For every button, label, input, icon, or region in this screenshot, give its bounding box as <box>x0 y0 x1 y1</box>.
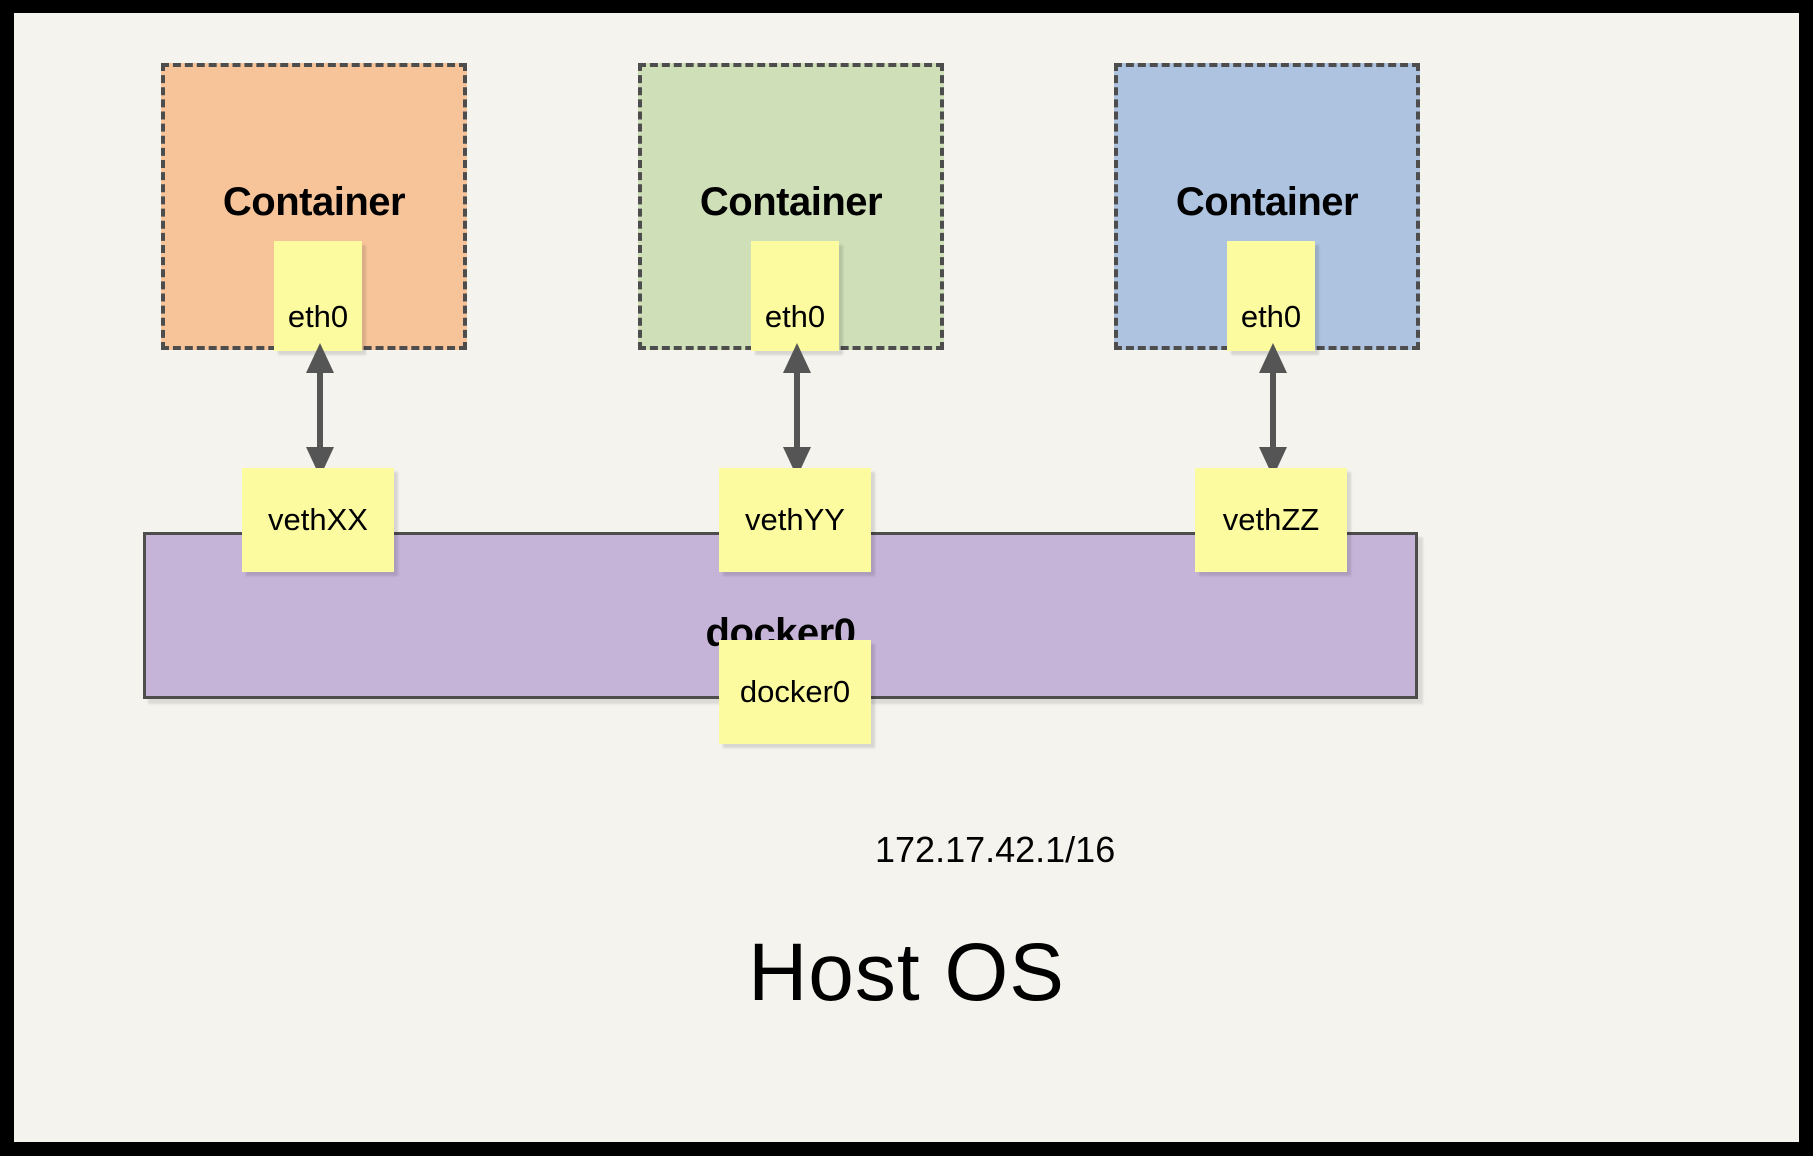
eth0-label-3: eth0 <box>1240 299 1302 334</box>
docker0-host-interface-box: docker0 <box>719 640 871 744</box>
link-arrow-2 <box>783 343 811 477</box>
link-arrow-3 <box>1259 343 1287 477</box>
veth-box-3: vethZZ <box>1195 468 1347 572</box>
container-title-3: Container <box>1175 180 1359 224</box>
docker0-host-interface-label: docker0 <box>739 674 851 709</box>
veth-label-3: vethZZ <box>1222 502 1320 537</box>
veth-box-2: vethYY <box>719 468 871 572</box>
link-arrow-1 <box>306 343 334 477</box>
veth-label-1: vethXX <box>268 502 368 537</box>
diagram-canvas: Container eth0 Container eth0 Container … <box>14 13 1799 1142</box>
container-title-1: Container <box>222 180 406 224</box>
eth0-label-2: eth0 <box>764 299 826 334</box>
eth0-box-1: eth0 <box>274 241 362 351</box>
eth0-label-1: eth0 <box>287 299 349 334</box>
docker0-ip-address: 172.17.42.1/16 <box>875 829 1116 870</box>
eth0-box-3: eth0 <box>1227 241 1315 351</box>
veth-label-2: vethYY <box>745 502 845 537</box>
host-os-label: Host OS <box>748 927 1065 1018</box>
veth-box-1: vethXX <box>242 468 394 572</box>
eth0-box-2: eth0 <box>751 241 839 351</box>
container-title-2: Container <box>699 180 883 224</box>
